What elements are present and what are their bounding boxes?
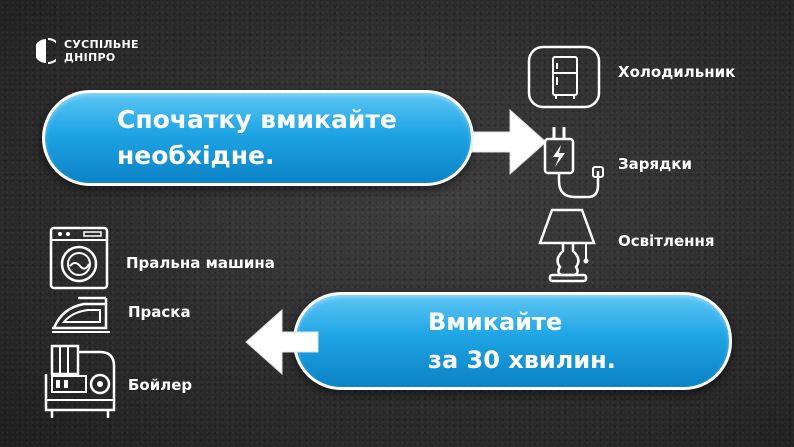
label-boiler: Бойлер (128, 376, 193, 394)
banner-later-line-2: за 30 хвилин. (428, 346, 616, 374)
label-fridge: Холодильник (618, 63, 736, 81)
arrow-right-icon (471, 108, 547, 176)
label-lighting: Освітлення (618, 232, 715, 250)
label-iron: Праска (128, 303, 191, 321)
banner-later-line-1: Вмикайте (428, 308, 563, 336)
iron-icon (52, 296, 110, 333)
logo-line-2: ДНІПРО (64, 51, 116, 64)
banner-first-line-2: необхідне. (117, 141, 275, 170)
banner-first-line-1: Спочатку вмикайте (117, 105, 397, 134)
label-washing-machine: Пральна машина (126, 254, 275, 272)
charger-plug-icon (543, 127, 604, 199)
fridge-icon (527, 45, 601, 109)
table-lamp-icon (538, 208, 596, 283)
banner-turn-on-first: Спочатку вмикайте необхідне. (42, 90, 474, 186)
logo-line-1: СУСПІЛЬНЕ (64, 38, 139, 51)
arrow-left-icon (245, 308, 319, 376)
logo-text: СУСПІЛЬНЕ ДНІПРО (64, 38, 139, 64)
logo: СУСПІЛЬНЕ ДНІПРО (36, 38, 139, 64)
washing-machine-icon (49, 226, 109, 290)
banner-turn-on-later: Вмикайте за 30 хвилин. (293, 292, 732, 390)
label-chargers: Зарядки (618, 155, 692, 173)
boiler-icon (44, 344, 116, 418)
logo-mark-icon (36, 38, 56, 64)
